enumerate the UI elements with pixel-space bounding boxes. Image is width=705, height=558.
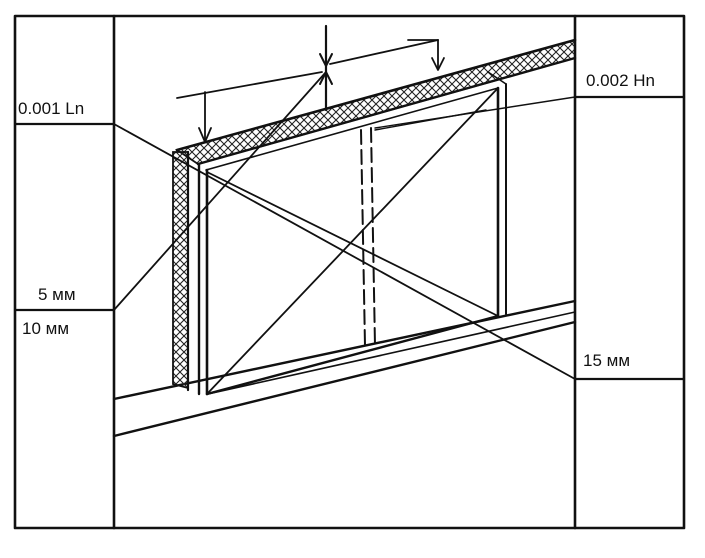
label-0001-ln: 0.001 Ln [18, 99, 84, 118]
panel-diagonal-1 [206, 87, 499, 395]
floor-slab [112, 299, 577, 438]
label-15-mm: 15 мм [583, 351, 630, 370]
leader-lines [113, 71, 576, 380]
dashed-axis [360, 109, 487, 347]
dimension-arrows [176, 24, 445, 143]
top-joint [174, 38, 577, 171]
label-10-mm: 10 мм [22, 319, 69, 338]
left-joint [172, 150, 209, 396]
outer-frame [13, 14, 686, 530]
panel-diagonal-2 [206, 171, 499, 317]
label-0002-hn: 0.002 Hn [586, 71, 655, 90]
label-5-mm: 5 мм [38, 285, 76, 304]
wall-panel [205, 71, 507, 396]
